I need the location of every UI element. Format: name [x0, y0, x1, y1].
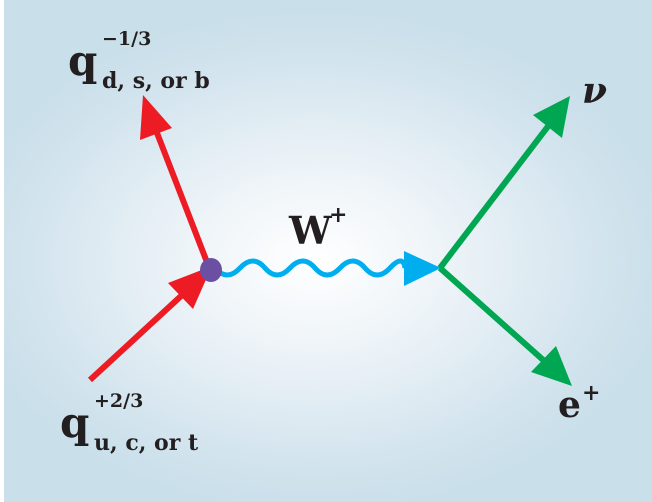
- quark-out-flavors: d, s, or b: [102, 68, 210, 94]
- neutrino-line: [437, 106, 565, 270]
- quark-out-symbol: q: [68, 36, 98, 85]
- incoming-quark-arrowhead: [168, 266, 212, 309]
- w-symbol: W: [289, 208, 332, 253]
- positron-symbol: e: [558, 384, 581, 426]
- neutrino-arrowhead: [533, 96, 570, 138]
- w-boson-wavy-line: [213, 258, 408, 278]
- w-boson-arrowhead: [404, 251, 441, 286]
- outgoing-quark-line: [149, 118, 213, 272]
- diagram-canvas: q −1/3 d, s, or b q +2/3 u, c, or t W + …: [4, 0, 652, 502]
- label-quark-in: q +2/3 u, c, or t: [60, 390, 198, 456]
- positron-arrowhead: [531, 346, 572, 386]
- label-quark-out: q −1/3 d, s, or b: [68, 28, 210, 94]
- label-w-boson: W +: [289, 202, 347, 253]
- neutrino-symbol: ν: [582, 70, 607, 112]
- vertex-dot: [200, 258, 222, 282]
- quark-in-charge: +2/3: [94, 390, 144, 412]
- quark-in-symbol: q: [60, 398, 90, 447]
- w-charge: +: [329, 202, 348, 228]
- quark-in-flavors: u, c, or t: [94, 430, 199, 456]
- quark-out-charge: −1/3: [102, 28, 152, 50]
- feynman-diagram: [87, 95, 572, 386]
- positron-charge: +: [582, 380, 601, 406]
- label-neutrino: ν: [582, 70, 607, 112]
- outgoing-quark-arrowhead: [140, 95, 172, 140]
- positron-line: [438, 265, 562, 378]
- label-positron: e +: [558, 380, 600, 426]
